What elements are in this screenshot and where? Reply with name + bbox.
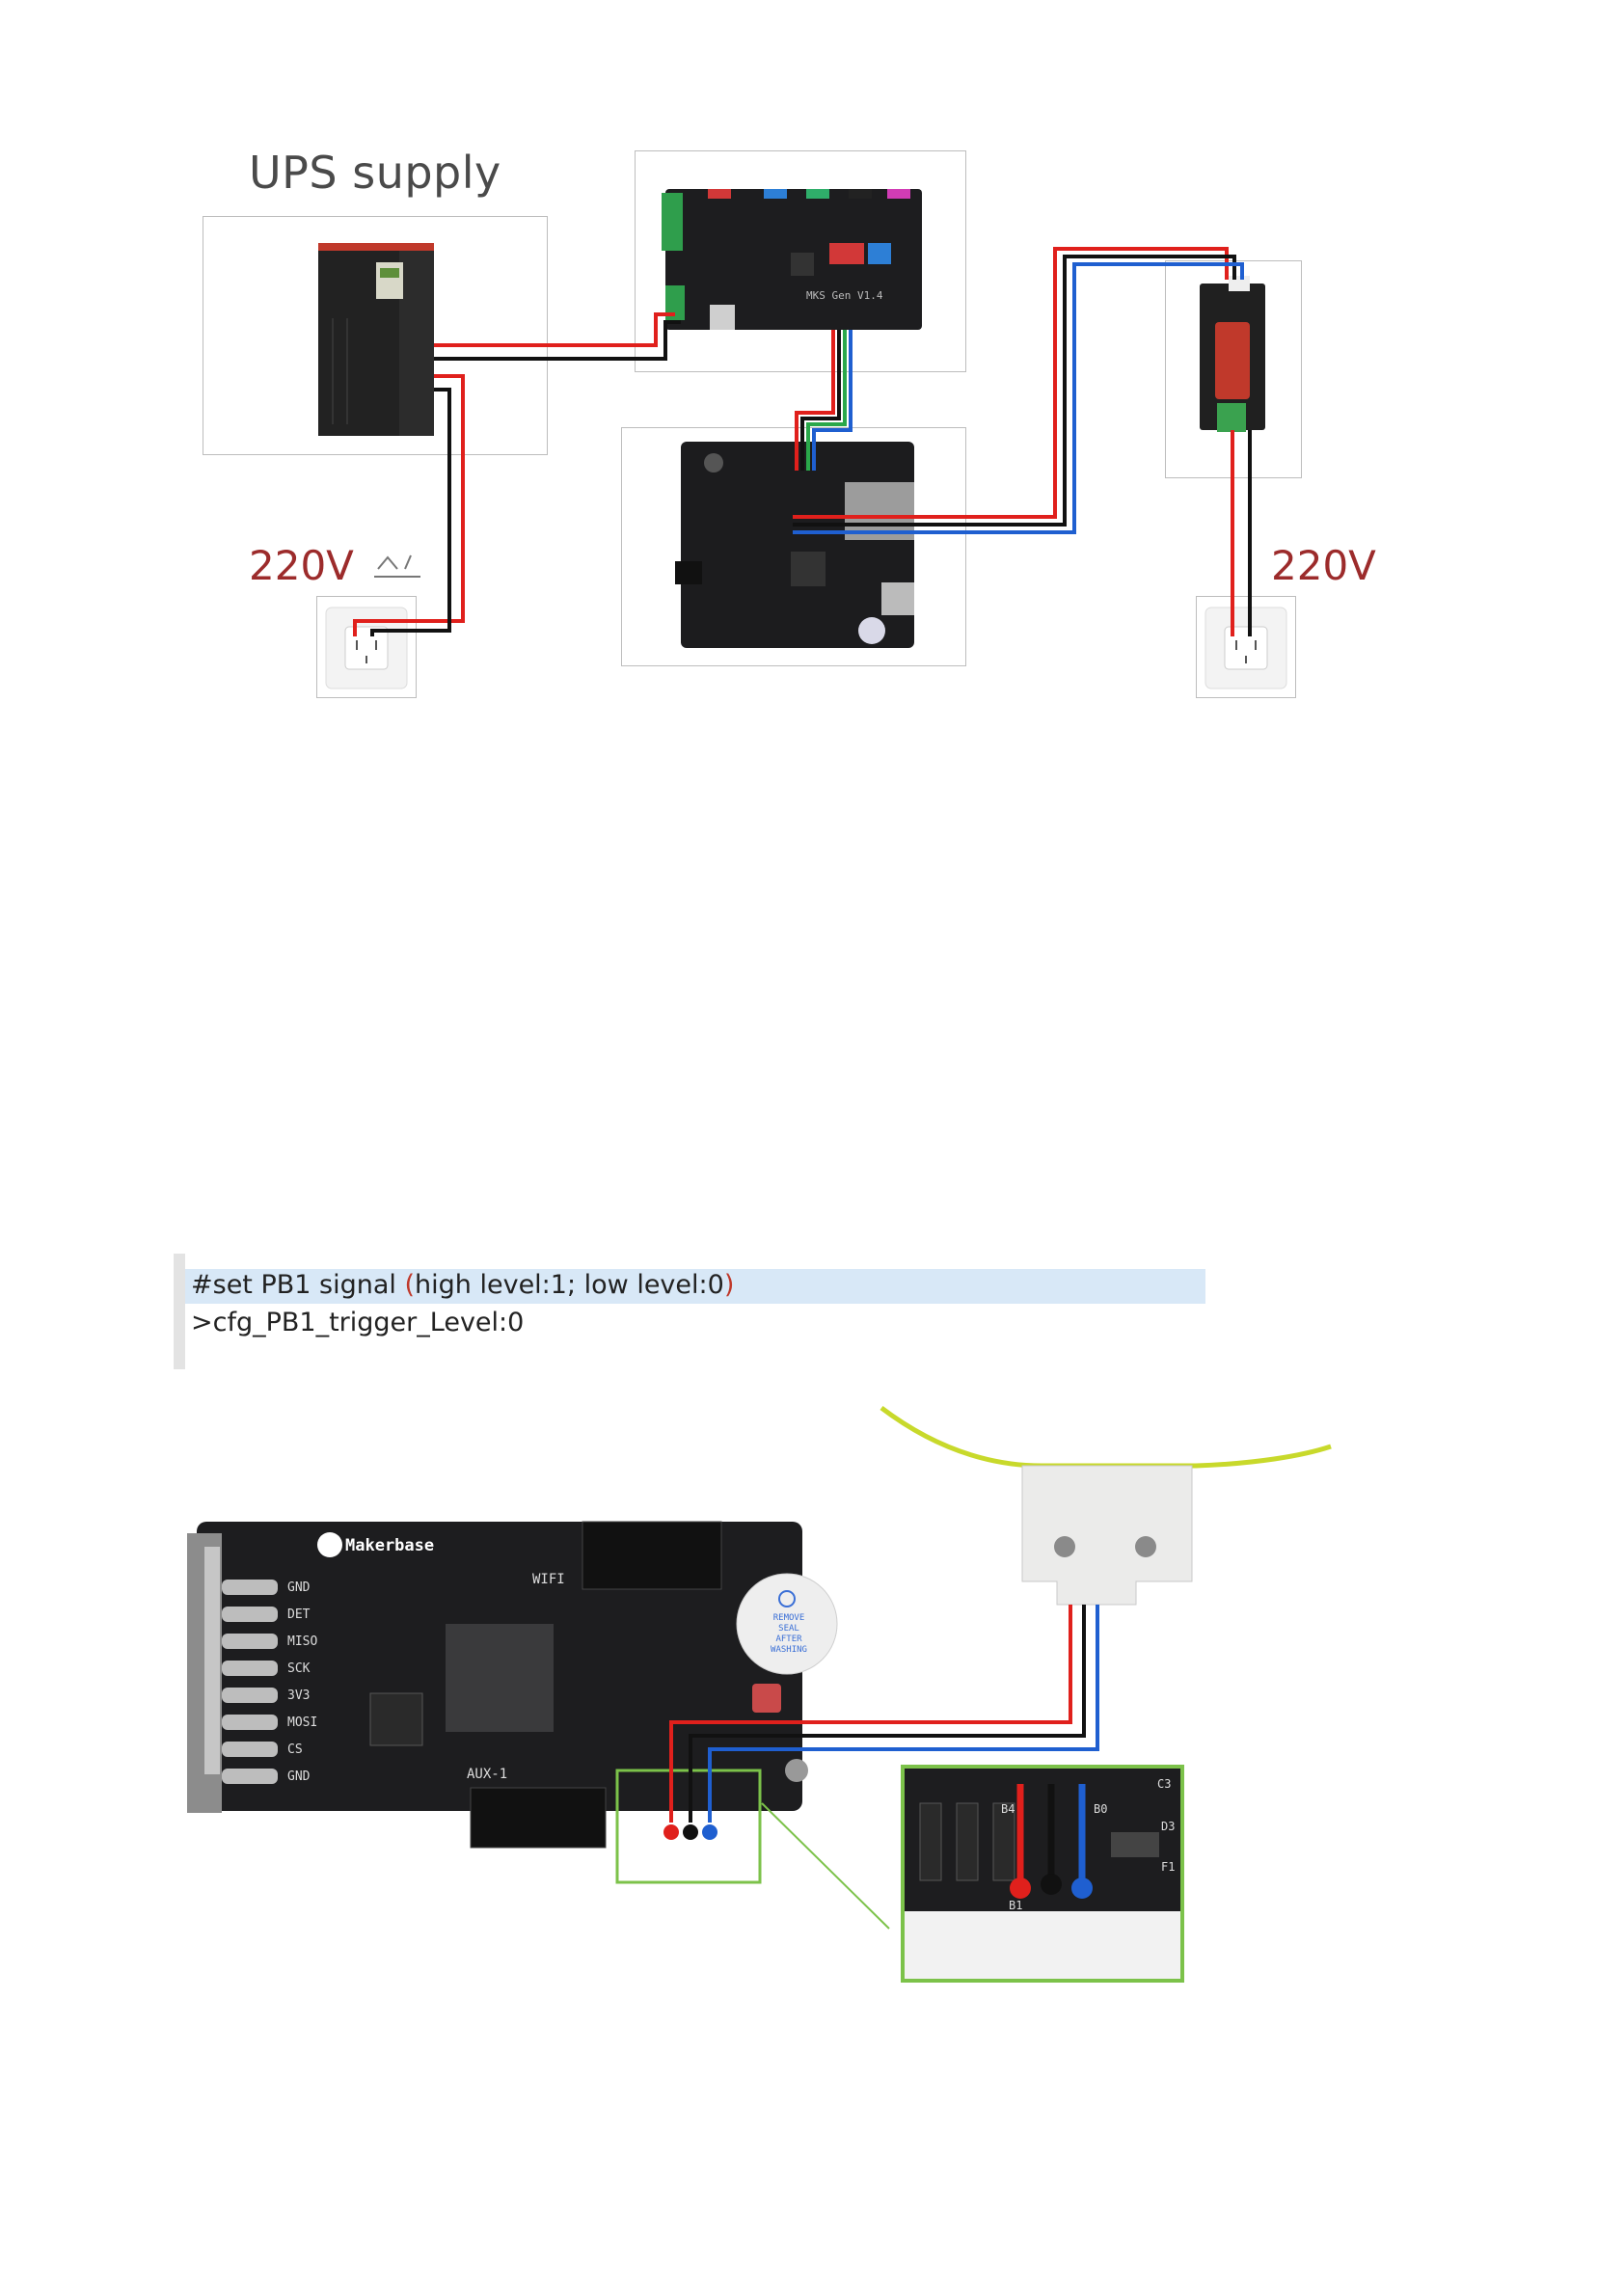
wires-ups-to-mainboard xyxy=(434,314,681,359)
svg-text:GND: GND xyxy=(287,1769,311,1784)
code-line-1: #set PB1 signal (high level:1; low level… xyxy=(191,1270,734,1300)
svg-text:WASHING: WASHING xyxy=(771,1645,807,1655)
svg-text:C3: C3 xyxy=(1157,1777,1171,1791)
code-open-paren: ( xyxy=(404,1270,415,1300)
svg-text:B1: B1 xyxy=(1009,1899,1022,1912)
svg-text:B4: B4 xyxy=(1001,1802,1015,1816)
ups-module-image xyxy=(1200,276,1265,432)
makerbase-board-image: Makerbase GND DET MISO SCK 3V3 MOSI CS G… xyxy=(187,1522,837,1848)
svg-text:MKS Gen V1.4: MKS Gen V1.4 xyxy=(806,289,883,302)
code-close-paren: ) xyxy=(724,1270,735,1300)
switch-symbol-icon xyxy=(374,555,420,577)
code-line-2: >cfg_PB1_trigger_Level:0 xyxy=(191,1308,524,1337)
svg-text:MOSI: MOSI xyxy=(287,1715,317,1730)
outlet-right-icon xyxy=(1205,608,1286,689)
svg-text:CS: CS xyxy=(287,1742,303,1757)
svg-text:GND: GND xyxy=(287,1580,311,1595)
svg-text:AUX-1: AUX-1 xyxy=(467,1767,507,1782)
svg-text:WIFI: WIFI xyxy=(532,1572,565,1587)
svg-text:REMOVE: REMOVE xyxy=(773,1613,805,1623)
code-comment-prefix: #set PB1 signal xyxy=(191,1270,404,1300)
svg-text:DET: DET xyxy=(287,1607,311,1622)
svg-text:AFTER: AFTER xyxy=(775,1634,802,1644)
config-code-block: #set PB1 signal (high level:1; low level… xyxy=(174,1254,1205,1369)
ups-cabinet-icon xyxy=(318,243,434,436)
code-gutter xyxy=(174,1254,185,1369)
svg-text:3V3: 3V3 xyxy=(287,1688,310,1703)
top-wiring-diagram: MKS Gen V1.4 xyxy=(0,0,1624,733)
code-comment-values: high level:1; low level:0 xyxy=(415,1270,724,1300)
bottom-wiring-diagram: Makerbase GND DET MISO SCK 3V3 MOSI CS G… xyxy=(0,1389,1624,2064)
zoom-callout-line xyxy=(762,1803,889,1929)
svg-text:SCK: SCK xyxy=(287,1661,311,1676)
filament-line xyxy=(881,1408,1331,1466)
mainboard-image: MKS Gen V1.4 xyxy=(662,189,922,330)
svg-text:B0: B0 xyxy=(1094,1802,1107,1816)
svg-text:D3: D3 xyxy=(1161,1820,1175,1833)
filament-sensor-image xyxy=(1022,1466,1192,1605)
svg-text:Makerbase: Makerbase xyxy=(345,1536,434,1555)
zoom-inset: B4 B1 B0 C3 D3 F1 xyxy=(903,1767,1182,1981)
wires-module-to-outlet-right xyxy=(1232,430,1250,636)
display-board-image xyxy=(675,442,914,648)
buzzer-icon: REMOVE SEAL AFTER WASHING xyxy=(737,1574,837,1674)
svg-text:F1: F1 xyxy=(1161,1860,1175,1874)
svg-text:MISO: MISO xyxy=(287,1634,317,1649)
svg-text:SEAL: SEAL xyxy=(778,1624,799,1634)
